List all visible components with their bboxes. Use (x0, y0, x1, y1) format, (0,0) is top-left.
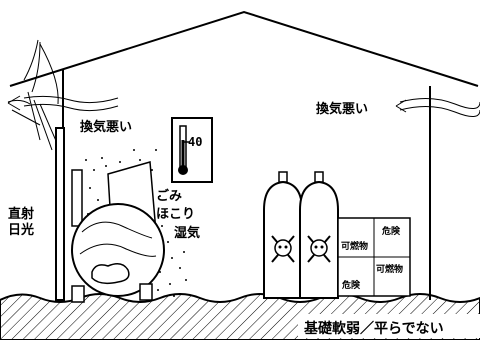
box-label-danger: 危険 (381, 225, 401, 237)
box-label-danger: 危険 (341, 279, 361, 291)
label-poor-ventilation-left: 換気悪い (80, 119, 132, 135)
label-poor-ventilation-right: 換気悪い (316, 101, 368, 117)
thermometer-icon (171, 117, 213, 183)
gas-cylinder-icon (299, 171, 339, 299)
stacked-boxes (337, 217, 411, 297)
wind-icon (395, 98, 480, 117)
box-label-flammable: 可燃物 (341, 240, 368, 252)
gas-cylinder-icon (71, 169, 83, 227)
label-temperature: 40 (188, 135, 202, 149)
label-dust-2: ほこり (156, 207, 195, 222)
skull-crossbones-icon (271, 235, 295, 263)
skull-crossbones-icon (307, 235, 331, 263)
label-direct-sun-1: 直射 (8, 206, 34, 222)
label-direct-sun-2: 日光 (8, 222, 34, 238)
wind-icon (7, 95, 119, 112)
wall-pipe (55, 127, 65, 301)
fuel-tank-icon (71, 161, 165, 303)
label-dust-1: ごみ (156, 188, 182, 204)
sun-rays-icon (7, 39, 61, 151)
label-humidity: 湿気 (174, 225, 200, 241)
gas-cylinder-icon (263, 171, 303, 299)
label-soft-foundation: 基礎軟弱／平らでない (304, 320, 444, 337)
box-label-flammable: 可燃物 (376, 263, 403, 275)
